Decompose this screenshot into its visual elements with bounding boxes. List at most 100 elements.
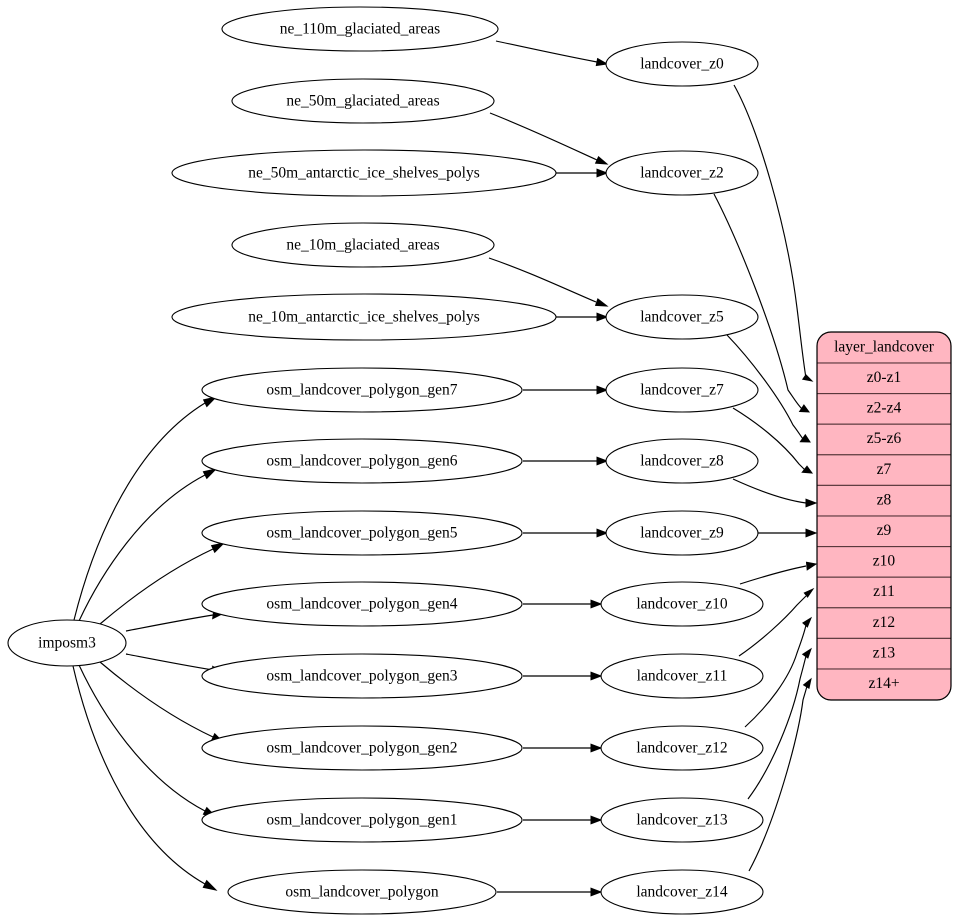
node-ne_10m_glaciated_areas[interactable]: ne_10m_glaciated_areas xyxy=(231,222,495,268)
table-row-label: z11 xyxy=(873,583,895,600)
edge-z14-to-row-z14plus xyxy=(748,685,808,872)
node-ellipse[interactable] xyxy=(171,293,557,341)
table-row-cell[interactable] xyxy=(817,576,951,609)
node-label: landcover_z5 xyxy=(640,309,724,326)
node-label: osm_landcover_polygon_gen4 xyxy=(266,596,457,613)
node-landcover_z11[interactable]: landcover_z11 xyxy=(600,653,764,699)
edge-imposm3-to-gen5 xyxy=(99,548,214,625)
node-osm_landcover_polygon_gen6[interactable]: osm_landcover_polygon_gen6 xyxy=(201,438,523,484)
node-ellipse[interactable] xyxy=(201,367,523,413)
node-label: ne_10m_antarctic_ice_shelves_polys xyxy=(248,309,480,326)
node-ellipse[interactable] xyxy=(605,150,759,196)
arrowhead xyxy=(590,671,603,681)
node-ellipse[interactable] xyxy=(600,725,764,771)
arrowhead xyxy=(798,404,811,413)
natural-earth-nodes: ne_110m_glaciated_areas ne_50m_glaciated… xyxy=(171,6,557,341)
node-ellipse[interactable] xyxy=(201,438,523,484)
node-osm_landcover_polygon_gen7[interactable]: osm_landcover_polygon_gen7 xyxy=(201,367,523,413)
node-ne_50m_glaciated_areas[interactable]: ne_50m_glaciated_areas xyxy=(231,78,495,124)
arrowhead xyxy=(801,465,814,474)
node-landcover_z13[interactable]: landcover_z13 xyxy=(600,797,764,843)
node-landcover_z0[interactable]: landcover_z0 xyxy=(605,41,759,87)
node-imposm3[interactable]: imposm3 xyxy=(7,619,127,667)
node-osm_landcover_polygon_gen2[interactable]: osm_landcover_polygon_gen2 xyxy=(201,725,523,771)
node-ne_10m_antarctic_ice_shelves_polys[interactable]: ne_10m_antarctic_ice_shelves_polys xyxy=(171,293,557,341)
node-landcover_z2[interactable]: landcover_z2 xyxy=(605,150,759,196)
node-landcover_z14[interactable]: landcover_z14 xyxy=(600,869,764,915)
edge-z2-to-row-z2z4 xyxy=(713,193,803,410)
node-label: ne_110m_glaciated_areas xyxy=(280,21,440,38)
node-ellipse[interactable] xyxy=(231,222,495,268)
edge-z8-to-row-z8 xyxy=(732,478,807,504)
edge-ne110m-to-z0 xyxy=(495,40,598,63)
arrowhead xyxy=(596,528,609,538)
node-landcover_z7[interactable]: landcover_z7 xyxy=(605,367,759,413)
node-ellipse[interactable] xyxy=(7,619,127,667)
arrowhead xyxy=(210,542,226,554)
arrowhead xyxy=(590,599,603,609)
table-row-cell[interactable] xyxy=(817,454,951,486)
node-ellipse[interactable] xyxy=(605,510,759,556)
node-ellipse[interactable] xyxy=(201,725,523,771)
edge-imposm3-to-gen4 xyxy=(125,614,214,632)
node-osm_landcover_polygon_gen4[interactable]: osm_landcover_polygon_gen4 xyxy=(201,581,523,627)
edge-imposm3-to-gen1 xyxy=(78,664,206,812)
arrowhead xyxy=(596,168,609,178)
edge-z5-to-row-z5z6 xyxy=(726,334,804,440)
edge-imposm3-to-gen3 xyxy=(125,653,214,671)
arrowhead xyxy=(801,374,814,382)
node-ellipse[interactable] xyxy=(221,6,499,52)
node-ellipse[interactable] xyxy=(171,149,557,197)
arrowhead xyxy=(805,498,818,508)
edge-ne50mglac-to-z2 xyxy=(489,112,598,161)
node-ellipse[interactable] xyxy=(201,797,523,843)
layer-landcover-table[interactable]: layer_landcover z0-z1 z2-z4 z5-z6 z7 z8 … xyxy=(816,331,952,701)
table-row-label: z0-z1 xyxy=(867,369,901,386)
node-osm_landcover_polygon_gen5[interactable]: osm_landcover_polygon_gen5 xyxy=(201,510,523,556)
node-osm_landcover_polygon_gen3[interactable]: osm_landcover_polygon_gen3 xyxy=(201,653,523,699)
node-ellipse[interactable] xyxy=(605,367,759,413)
node-ellipse[interactable] xyxy=(605,41,759,87)
edge-imposm3-to-polygon xyxy=(72,665,206,885)
node-landcover_z10[interactable]: landcover_z10 xyxy=(600,581,764,627)
edge-z12-to-row-z12 xyxy=(744,624,807,728)
edge-imposm3-to-gen2 xyxy=(99,661,214,738)
node-ellipse[interactable] xyxy=(227,869,497,915)
arrowhead xyxy=(596,312,609,322)
node-landcover_z5[interactable]: landcover_z5 xyxy=(605,294,759,340)
arrowhead xyxy=(596,456,609,466)
edge-z13-to-row-z13 xyxy=(747,655,807,800)
node-osm_landcover_polygon[interactable]: osm_landcover_polygon xyxy=(227,869,497,915)
node-ellipse[interactable] xyxy=(600,797,764,843)
node-ellipse[interactable] xyxy=(605,438,759,484)
node-ne_110m_glaciated_areas[interactable]: ne_110m_glaciated_areas xyxy=(221,6,499,52)
table-row-label: z2-z4 xyxy=(867,400,902,417)
node-label: osm_landcover_polygon_gen6 xyxy=(266,453,457,470)
node-osm_landcover_polygon_gen1[interactable]: osm_landcover_polygon_gen1 xyxy=(201,797,523,843)
table-rows xyxy=(817,332,951,700)
node-landcover_z8[interactable]: landcover_z8 xyxy=(605,438,759,484)
table-row-label: z12 xyxy=(873,614,895,631)
node-ellipse[interactable] xyxy=(600,581,764,627)
node-ellipse[interactable] xyxy=(600,653,764,699)
node-ellipse[interactable] xyxy=(605,294,759,340)
node-label: imposm3 xyxy=(38,635,96,652)
node-landcover_z12[interactable]: landcover_z12 xyxy=(600,725,764,771)
node-label: osm_landcover_polygon_gen1 xyxy=(266,812,457,829)
table-header-label: layer_landcover xyxy=(834,339,935,356)
table-row-cell[interactable] xyxy=(817,362,951,395)
table-row-cell[interactable] xyxy=(817,515,951,548)
table-row-cell[interactable] xyxy=(817,607,951,639)
node-landcover_z9[interactable]: landcover_z9 xyxy=(605,510,759,556)
node-ellipse[interactable] xyxy=(201,510,523,556)
node-ellipse[interactable] xyxy=(201,653,523,699)
edge-z7-to-row-z7 xyxy=(732,407,806,471)
arrowhead xyxy=(802,677,812,689)
node-ellipse[interactable] xyxy=(600,869,764,915)
table-row-cell[interactable] xyxy=(817,668,951,700)
arrowhead xyxy=(202,396,218,408)
node-ellipse[interactable] xyxy=(201,581,523,627)
node-ne_50m_antarctic_ice_shelves_polys[interactable]: ne_50m_antarctic_ice_shelves_polys xyxy=(171,149,557,197)
node-ellipse[interactable] xyxy=(231,78,495,124)
node-label: landcover_z0 xyxy=(640,56,724,73)
